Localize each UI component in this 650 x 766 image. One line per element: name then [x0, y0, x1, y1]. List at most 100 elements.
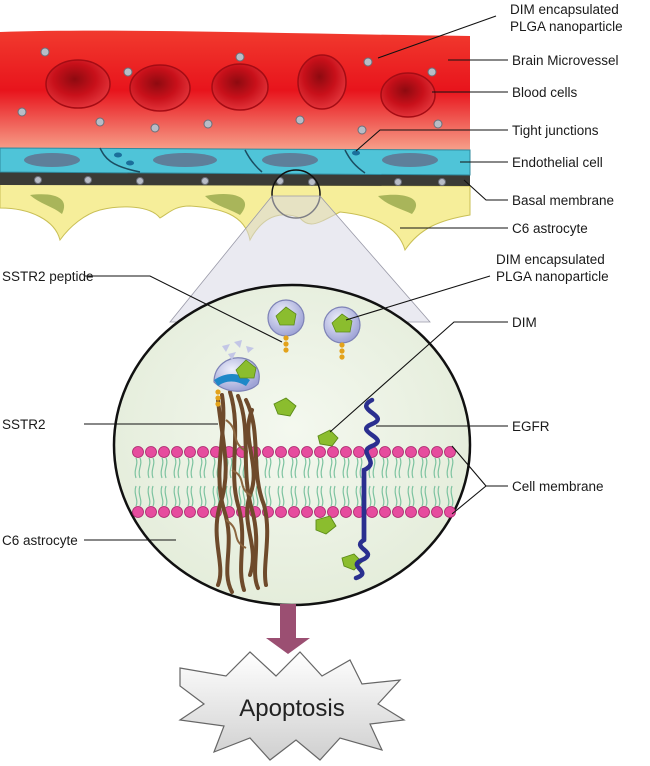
lipid-tail: [238, 485, 242, 507]
label-tight-junctions: Tight junctions: [512, 123, 599, 138]
lipid-head: [392, 446, 404, 458]
lipid-tail: [411, 485, 415, 507]
lipid-head: [132, 506, 144, 518]
vessel-nanoparticles: [17, 47, 443, 135]
sstr2-bound-nanoparticle: [213, 340, 260, 407]
lipid-tail: [372, 485, 376, 507]
label-cell-membrane: Cell membrane: [512, 479, 604, 494]
lipid-tail: [450, 457, 454, 479]
lipid-tail: [160, 457, 164, 479]
lipid-tail: [281, 485, 285, 507]
lipid-tail: [160, 485, 164, 507]
lipid-tail: [151, 485, 155, 507]
lipid-head: [275, 446, 287, 458]
lipid-tail: [407, 457, 411, 479]
lipid-tail: [355, 485, 359, 507]
labels: DIM encapsulated PLGA nanoparticle Brain…: [2, 2, 623, 722]
lipid-tail: [229, 457, 233, 479]
lipid-tail: [411, 457, 415, 479]
dim-molecule: [317, 429, 339, 447]
lipid-tail: [151, 457, 155, 479]
lipid-tail: [437, 485, 441, 507]
lipid-tail: [329, 457, 333, 479]
blood-cell: [129, 64, 191, 112]
basal-nanoparticles: [34, 176, 446, 186]
lipid-tail: [277, 457, 281, 479]
lipid-tail: [424, 457, 428, 479]
label-egfr: EGFR: [512, 419, 550, 434]
lipid-tail: [446, 485, 450, 507]
lipid-head: [275, 506, 287, 518]
label-blood-cells: Blood cells: [512, 85, 578, 100]
lipid-tail: [433, 485, 437, 507]
label-dim-np-top-2: PLGA nanoparticle: [510, 19, 623, 34]
lipid-head: [392, 506, 404, 518]
lipid-head: [171, 506, 183, 518]
label-dim-np-mid-1: DIM encapsulated: [496, 252, 605, 267]
lipid-tail: [173, 485, 177, 507]
lipid-tail: [190, 457, 194, 479]
lipid-tail: [147, 485, 151, 507]
lipid-tail: [381, 457, 385, 479]
label-endothelial-cell: Endothelial cell: [512, 155, 603, 170]
lipid-head: [366, 506, 378, 518]
nucleus: [153, 153, 217, 167]
lipid-tail: [303, 485, 307, 507]
lipid-tail: [212, 457, 216, 479]
lipid-head: [405, 446, 417, 458]
lipid-tail: [147, 457, 151, 479]
lipid-tail: [333, 485, 337, 507]
lipid-tail: [268, 485, 272, 507]
lipid-head: [418, 506, 430, 518]
lipid-head: [288, 506, 300, 518]
lipid-tail: [164, 457, 168, 479]
lipid-tail: [346, 457, 350, 479]
lipid-tail: [342, 485, 346, 507]
lipid-tail: [359, 485, 363, 507]
lipid-tail: [225, 485, 229, 507]
lipid-tail: [316, 457, 320, 479]
plga-nanoparticle: [323, 306, 361, 360]
lipid-head: [301, 506, 313, 518]
label-c6-astrocyte-bottom: C6 astrocyte: [2, 533, 78, 548]
lipid-head: [353, 446, 365, 458]
dim-molecule: [315, 515, 337, 535]
lipid-tail: [407, 485, 411, 507]
egfr-receptor: [353, 397, 381, 581]
lipid-tail: [277, 485, 281, 507]
lipid-tail: [333, 457, 337, 479]
lipid-head: [444, 506, 456, 518]
lipid-tail: [255, 485, 259, 507]
lipid-tail: [190, 485, 194, 507]
lipid-head: [184, 446, 196, 458]
lipid-tail: [264, 485, 268, 507]
lipid-tail: [177, 485, 181, 507]
lipid-head: [340, 506, 352, 518]
lipid-head: [431, 446, 443, 458]
lipid-tail: [346, 485, 350, 507]
lipid-head: [314, 446, 326, 458]
lipid-tail: [199, 457, 203, 479]
lipid-tail: [316, 485, 320, 507]
label-brain-microvessel: Brain Microvessel: [512, 53, 619, 68]
lipid-tail: [199, 485, 203, 507]
lipid-head: [431, 506, 443, 518]
lipid-tail: [385, 485, 389, 507]
lipid-tail: [294, 457, 298, 479]
nucleus: [262, 153, 318, 167]
label-dim-np-mid-2: PLGA nanoparticle: [496, 269, 609, 284]
lipid-head: [171, 446, 183, 458]
lipid-tail: [173, 457, 177, 479]
lipid-head: [197, 446, 209, 458]
blood-cell: [297, 54, 347, 110]
lipid-tail: [437, 457, 441, 479]
lipid-head: [132, 446, 144, 458]
lipid-tail: [424, 485, 428, 507]
lipid-tail: [355, 457, 359, 479]
lipid-head: [379, 446, 391, 458]
lipid-tail: [307, 457, 311, 479]
lipid-tail: [433, 457, 437, 479]
lipid-head: [379, 506, 391, 518]
lipid-tail: [329, 485, 333, 507]
lipid-tail: [320, 485, 324, 507]
